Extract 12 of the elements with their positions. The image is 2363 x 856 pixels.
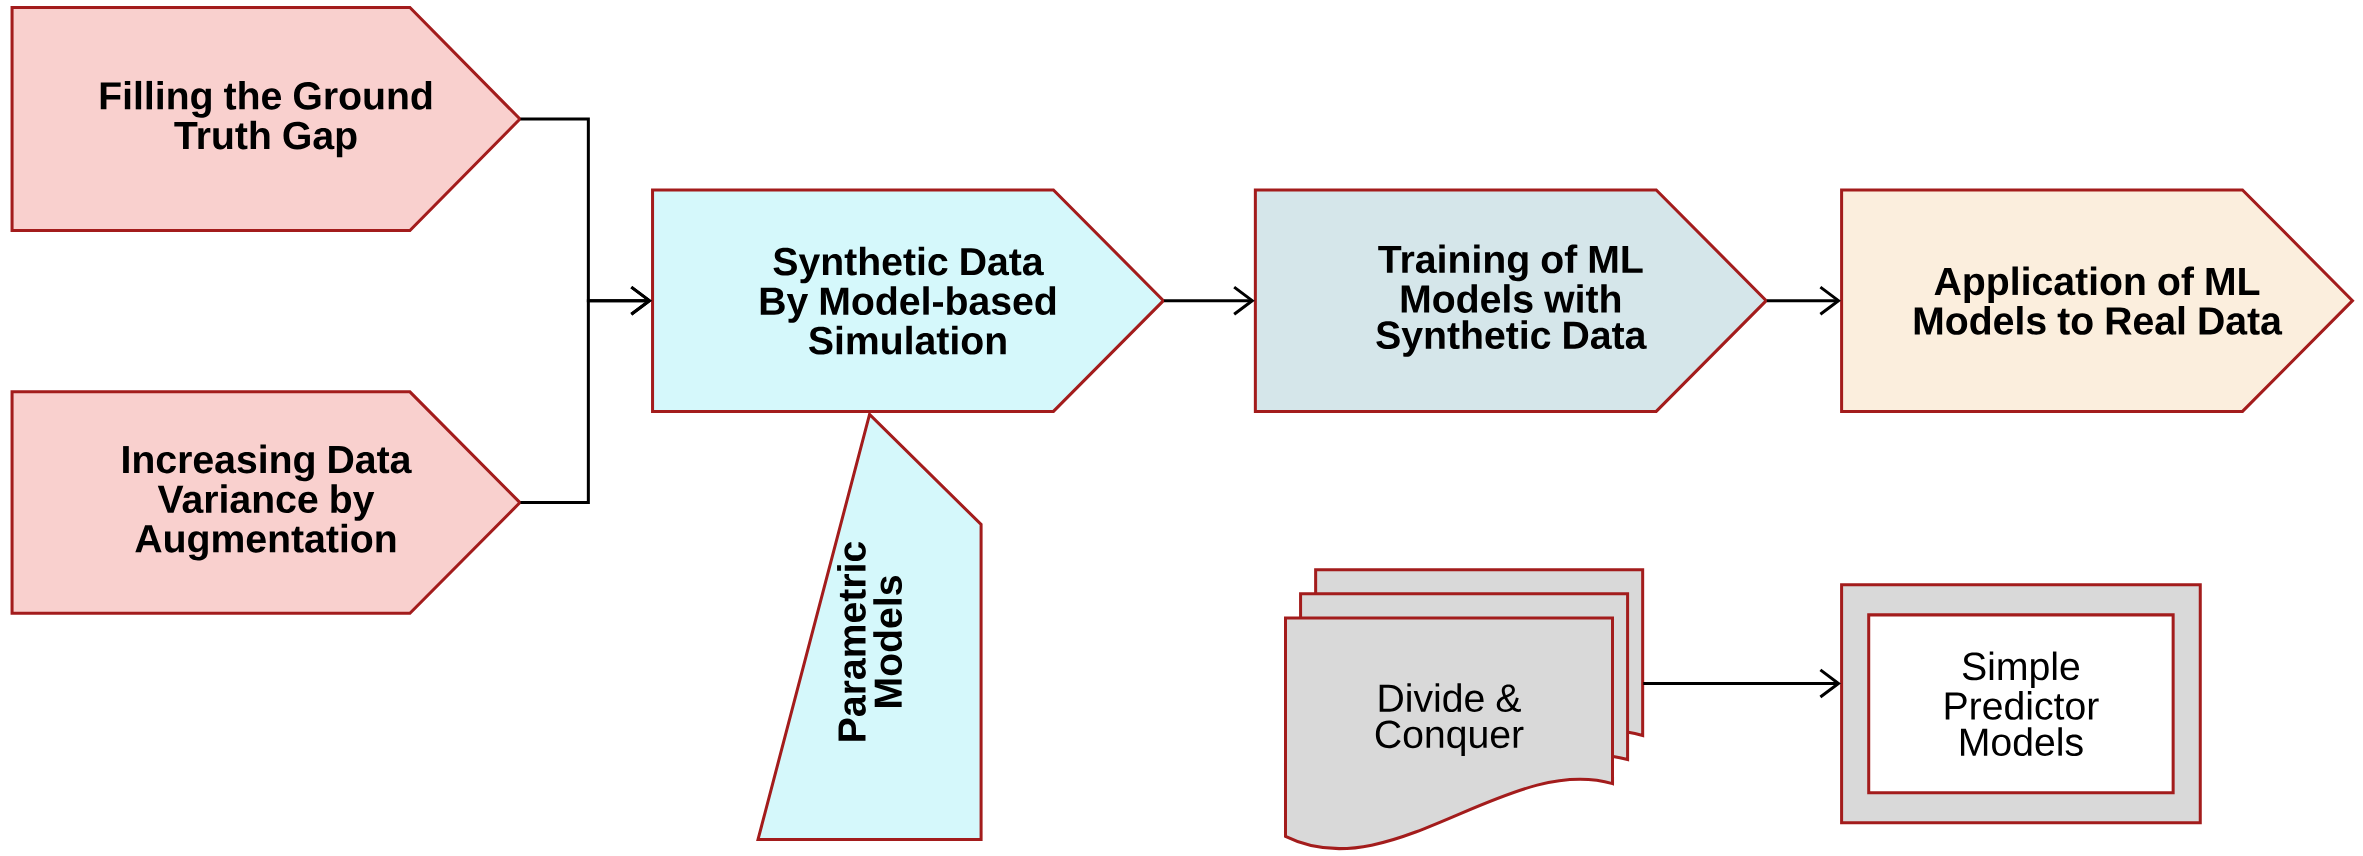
arrow-shaped-box: Training of ML Models with Synthetic Data (1253, 188, 1769, 413)
framed-box: Simple Predictor Models (1840, 583, 2202, 825)
arrow (520, 285, 652, 505)
arrow-shaped-box: Application of ML Models to Real Data (1840, 188, 2355, 413)
arrow (1766, 285, 1841, 316)
arrow (1164, 285, 1255, 316)
document-stack: Divide & Conquer (1284, 568, 1645, 851)
arrow-shaped-box: Synthetic Data By Model-based Simulation (651, 188, 1166, 413)
arrow-shaped-box: Filling the Ground Truth Gap (10, 6, 523, 233)
arrow-shaped-box: Parametric Models (756, 411, 983, 841)
arrow-shaped-box: Increasing Data Variance by Augmentation (10, 390, 523, 615)
arrow (1643, 668, 1841, 699)
